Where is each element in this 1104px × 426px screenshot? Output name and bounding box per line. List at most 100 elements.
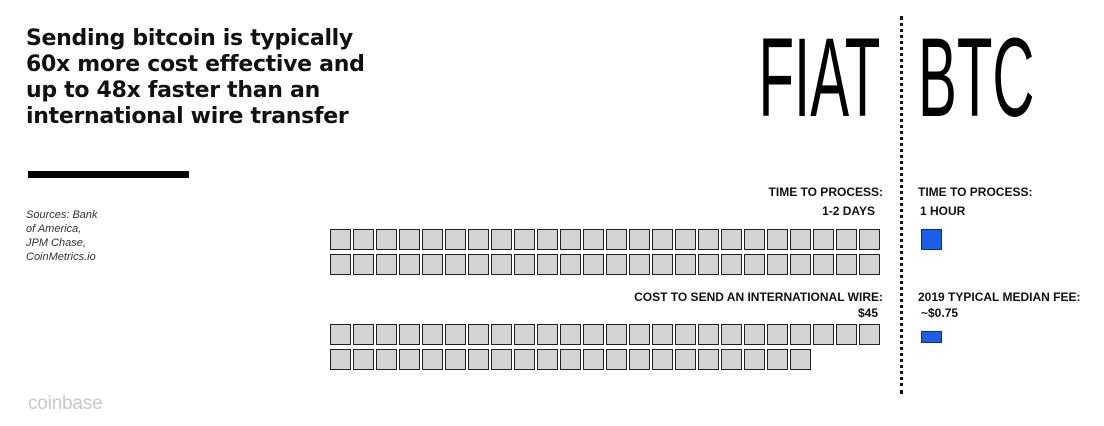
fiat-unit-square bbox=[698, 254, 719, 275]
headline-line: Sending bitcoin is typically bbox=[26, 26, 353, 51]
fiat-unit-square bbox=[537, 254, 558, 275]
fiat-unit-square bbox=[790, 229, 811, 250]
fiat-unit-square bbox=[422, 324, 443, 345]
fiat-unit-square bbox=[376, 349, 397, 370]
fiat-unit-square bbox=[376, 324, 397, 345]
fiat-unit-square bbox=[399, 254, 420, 275]
btc-unit-square bbox=[921, 229, 942, 250]
fiat-unit-square bbox=[514, 254, 535, 275]
fiat-unit-square bbox=[836, 324, 857, 345]
fiat-unit-square bbox=[859, 254, 880, 275]
fiat-cost-value: $45 bbox=[857, 306, 878, 320]
sources-line: Sources: Bank bbox=[26, 209, 98, 221]
fiat-unit-square bbox=[606, 349, 627, 370]
fiat-unit-square bbox=[468, 349, 489, 370]
fiat-unit-square bbox=[583, 349, 604, 370]
fiat-time-value: 1-2 DAYS bbox=[822, 204, 875, 218]
fiat-unit-square bbox=[836, 229, 857, 250]
fiat-unit-square bbox=[767, 229, 788, 250]
headline-line: 60x more cost effective and bbox=[26, 52, 365, 77]
fiat-unit-square bbox=[537, 324, 558, 345]
fiat-unit-square bbox=[468, 229, 489, 250]
fiat-unit-square bbox=[399, 349, 420, 370]
fiat-unit-square bbox=[537, 229, 558, 250]
fiat-unit-square bbox=[330, 349, 351, 370]
fiat-unit-square bbox=[353, 324, 374, 345]
fiat-unit-square bbox=[675, 349, 696, 370]
fiat-unit-square bbox=[698, 349, 719, 370]
fiat-unit-square bbox=[744, 324, 765, 345]
fiat-unit-square bbox=[606, 254, 627, 275]
sources-line: JPM Chase, bbox=[26, 237, 86, 249]
btc-time-label: TIME TO PROCESS: bbox=[918, 185, 1033, 199]
fiat-unit-square bbox=[491, 349, 512, 370]
fiat-unit-square bbox=[399, 324, 420, 345]
fiat-unit-square bbox=[813, 324, 834, 345]
fiat-unit-square bbox=[859, 229, 880, 250]
column-divider bbox=[900, 16, 903, 394]
fiat-heading: FIAT bbox=[758, 15, 880, 140]
fiat-unit-square bbox=[514, 324, 535, 345]
fiat-unit-square bbox=[813, 254, 834, 275]
fiat-unit-square bbox=[698, 324, 719, 345]
fiat-unit-square bbox=[353, 229, 374, 250]
btc-cost-value: ~$0.75 bbox=[921, 306, 959, 320]
headline-line: up to 48x faster than an bbox=[26, 78, 320, 103]
fiat-unit-square bbox=[491, 229, 512, 250]
btc-time-value: 1 HOUR bbox=[920, 204, 966, 218]
fiat-unit-square bbox=[537, 349, 558, 370]
fiat-unit-square bbox=[330, 254, 351, 275]
fiat-unit-square bbox=[491, 324, 512, 345]
fiat-unit-square bbox=[629, 229, 650, 250]
fiat-unit-square bbox=[698, 229, 719, 250]
fiat-unit-square bbox=[399, 229, 420, 250]
fiat-unit-square bbox=[652, 324, 673, 345]
fiat-unit-square bbox=[744, 229, 765, 250]
fiat-unit-square bbox=[652, 254, 673, 275]
fiat-unit-square bbox=[629, 254, 650, 275]
fiat-unit-square bbox=[790, 254, 811, 275]
fiat-time-label: TIME TO PROCESS: bbox=[768, 185, 883, 199]
fiat-unit-square bbox=[606, 324, 627, 345]
fiat-unit-square bbox=[491, 254, 512, 275]
divider-rule bbox=[28, 171, 189, 178]
headline: Sending bitcoin is typically 60x more co… bbox=[26, 26, 386, 130]
fiat-unit-square bbox=[330, 229, 351, 250]
fiat-unit-square bbox=[652, 349, 673, 370]
fiat-unit-square bbox=[445, 349, 466, 370]
fiat-unit-square bbox=[675, 324, 696, 345]
fiat-unit-square bbox=[652, 229, 673, 250]
fiat-unit-square bbox=[330, 324, 351, 345]
sources-line: of America, bbox=[26, 223, 82, 235]
headline-line: international wire transfer bbox=[26, 104, 349, 129]
btc-cost-label: 2019 TYPICAL MEDIAN FEE: bbox=[918, 290, 1081, 304]
fiat-cost-label: COST TO SEND AN INTERNATIONAL WIRE: bbox=[634, 290, 883, 304]
fiat-unit-square bbox=[629, 324, 650, 345]
fiat-unit-square bbox=[560, 254, 581, 275]
fiat-unit-square bbox=[376, 254, 397, 275]
fiat-unit-square bbox=[675, 254, 696, 275]
fiat-unit-square bbox=[859, 324, 880, 345]
fiat-unit-square bbox=[767, 324, 788, 345]
fiat-unit-square bbox=[606, 229, 627, 250]
fiat-unit-square bbox=[422, 254, 443, 275]
fiat-unit-square bbox=[583, 324, 604, 345]
fiat-unit-square bbox=[514, 229, 535, 250]
fiat-unit-square bbox=[790, 349, 811, 370]
fiat-unit-square bbox=[721, 324, 742, 345]
fiat-unit-square bbox=[721, 349, 742, 370]
fiat-unit-square bbox=[836, 254, 857, 275]
fiat-unit-square bbox=[767, 254, 788, 275]
fiat-unit-square bbox=[560, 324, 581, 345]
fiat-unit-square bbox=[468, 254, 489, 275]
fiat-unit-square bbox=[468, 324, 489, 345]
fiat-unit-square bbox=[813, 229, 834, 250]
brand-logo: coinbase bbox=[28, 393, 103, 414]
fiat-unit-square bbox=[353, 254, 374, 275]
fiat-unit-square bbox=[514, 349, 535, 370]
fiat-unit-square bbox=[629, 349, 650, 370]
fiat-unit-square bbox=[744, 349, 765, 370]
fiat-unit-square bbox=[422, 349, 443, 370]
fiat-unit-square bbox=[721, 254, 742, 275]
fiat-unit-square bbox=[560, 229, 581, 250]
